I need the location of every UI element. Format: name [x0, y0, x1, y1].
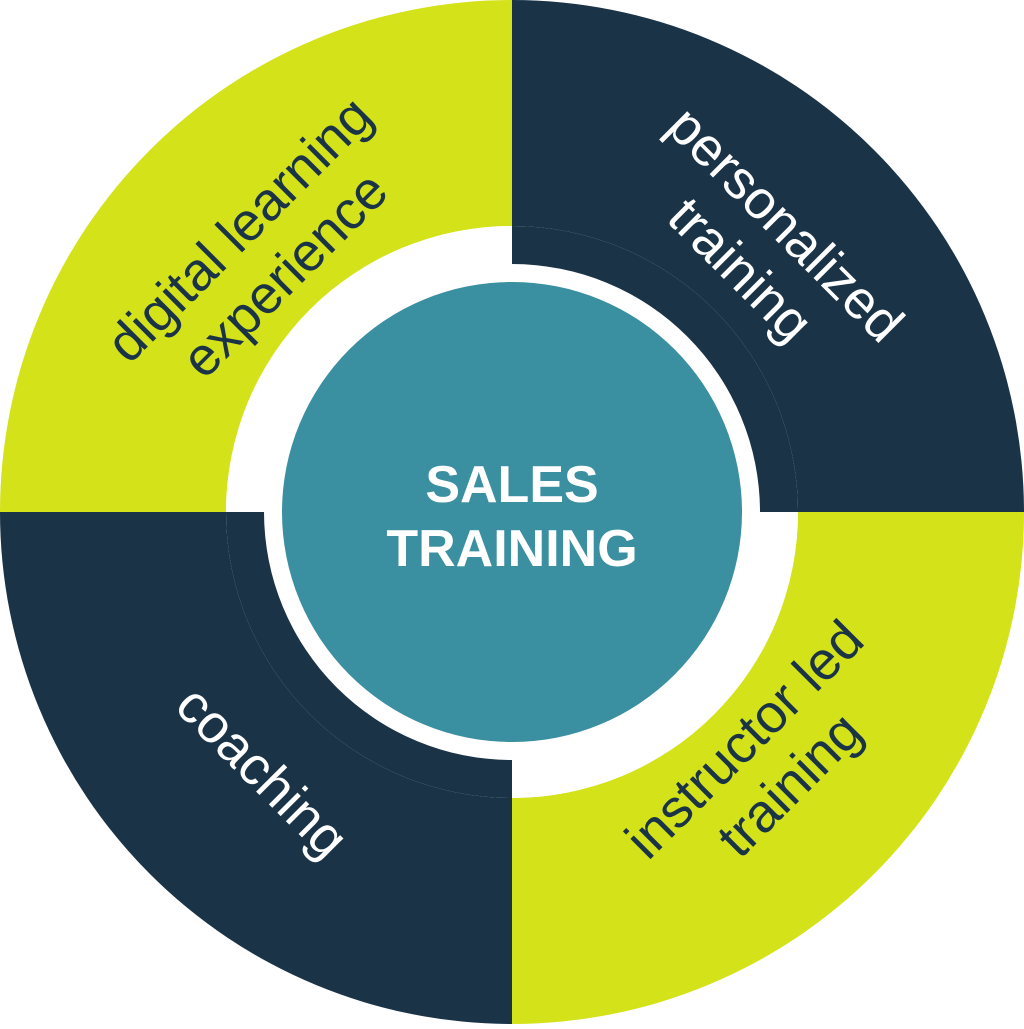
segment-bottom-left: [0, 512, 512, 1024]
center-title-line1: SALES: [425, 456, 598, 514]
gap-bottom-right: [512, 512, 798, 798]
center-circle: [282, 282, 742, 742]
segment-bottom-right: [512, 512, 1024, 1024]
center-title-line2: TRAINING: [386, 520, 637, 578]
gap-top-left: [226, 226, 512, 512]
segment-top-left: [0, 0, 512, 512]
segment-top-right: [512, 0, 1024, 512]
connector-bottom-left: [226, 512, 512, 798]
connector-top-right: [512, 226, 798, 512]
